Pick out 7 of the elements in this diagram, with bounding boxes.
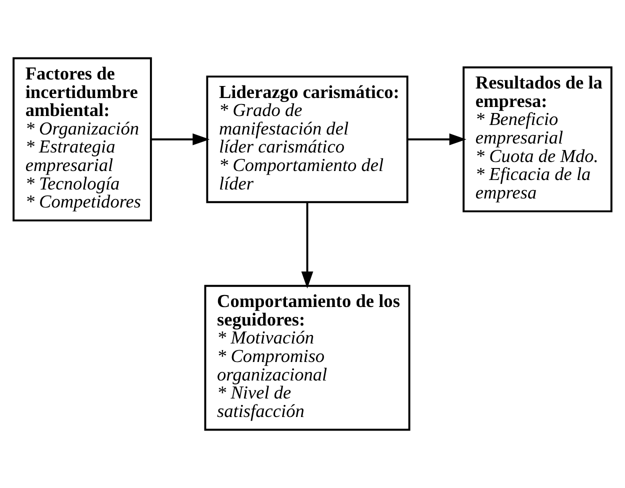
arrow: [301, 202, 314, 288]
node-box: Resultados de la empresa: * Beneficio empresarial * Cuota de Mdo. * Eficacia de la empresa: [462, 66, 612, 212]
node-box: Factores de incertidumbre ambiental: * Organización * Estrategia empresarial * Tecnología * Competidores: [12, 57, 152, 222]
arrow: [151, 133, 210, 146]
node-box: Comportamiento de los seguidores: * Motivación * Compromiso organizacional * Nivel de satisfacción: [204, 284, 410, 431]
node-box: Liderazgo carismático: * Grado de manifestación del líder carismático * Comportamiento del líder: [206, 76, 408, 204]
arrow: [408, 133, 466, 146]
